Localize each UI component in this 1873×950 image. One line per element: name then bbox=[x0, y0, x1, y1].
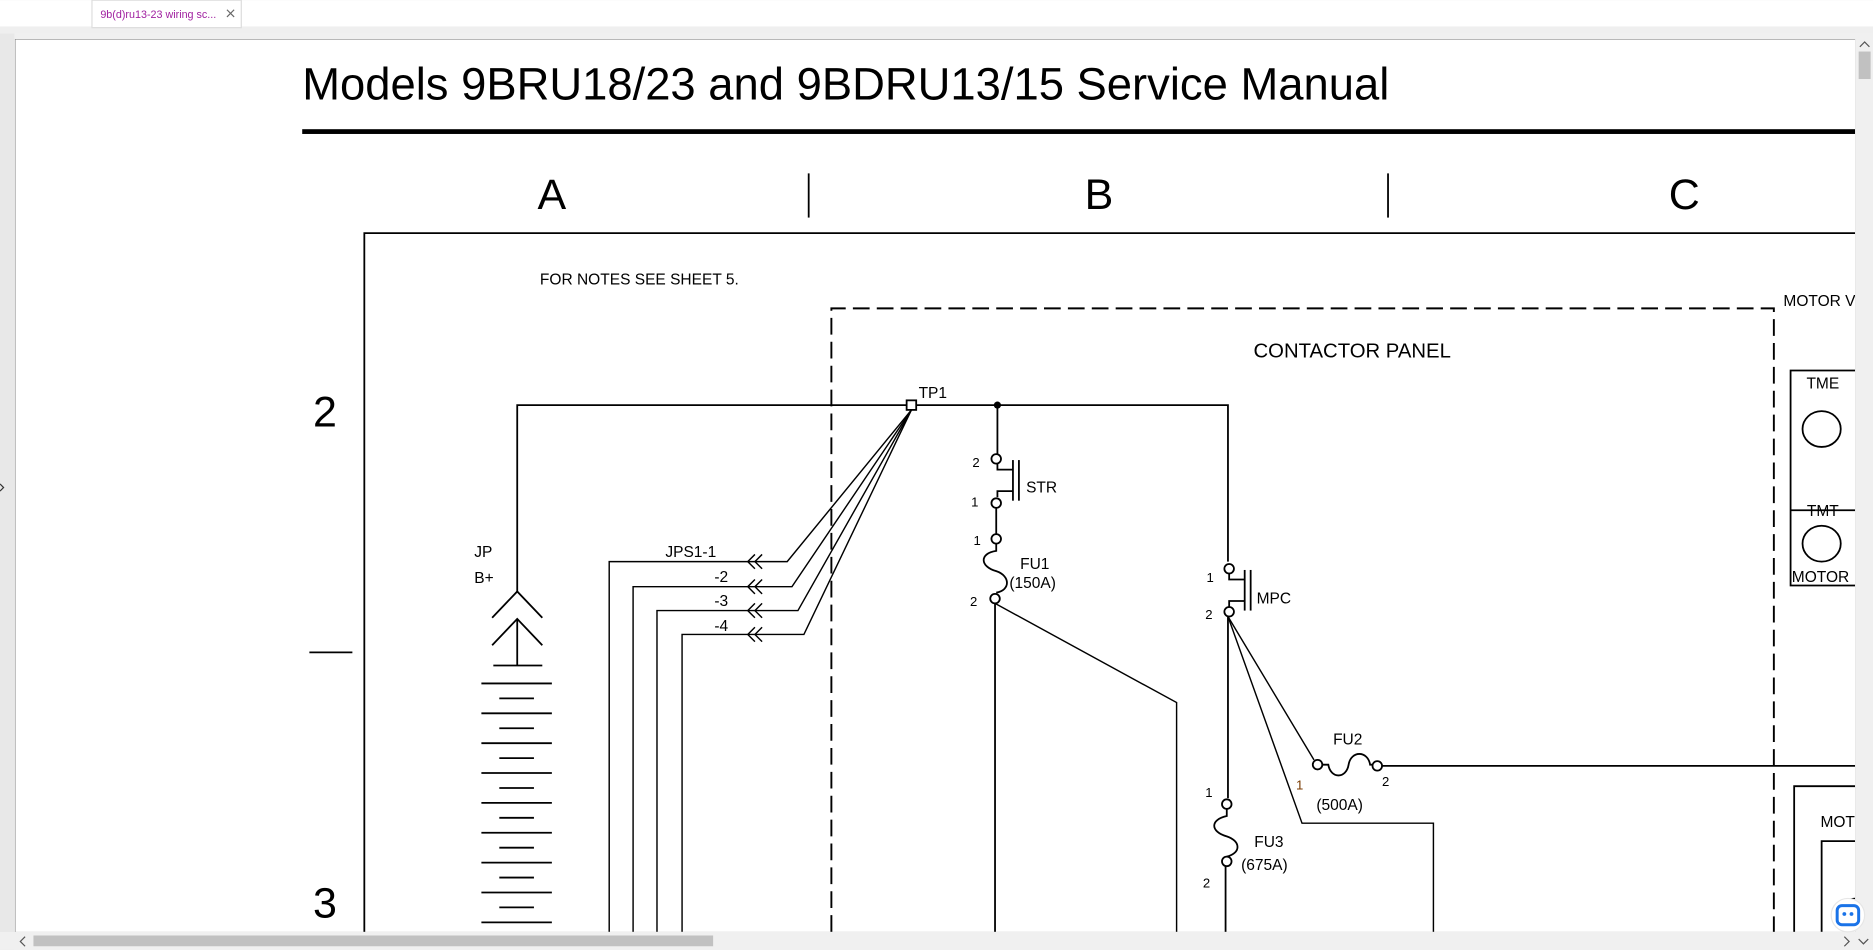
panel-title: CONTACTOR PANEL bbox=[1254, 340, 1451, 362]
contactor-panel-border bbox=[830, 307, 1775, 932]
test-point-tp1 bbox=[905, 399, 918, 411]
scrollbar-horizontal[interactable] bbox=[0, 931, 1873, 950]
scrollbar-thumb bbox=[33, 935, 714, 947]
row-2: 2 bbox=[313, 389, 337, 437]
mpc-contactor bbox=[1213, 563, 1856, 932]
svg-text:FU2: FU2 bbox=[1333, 731, 1362, 748]
column-c: C bbox=[1669, 171, 1700, 219]
svg-text:TP1: TP1 bbox=[919, 385, 947, 402]
tab-bar bbox=[0, 0, 1873, 27]
svg-text:(150A): (150A) bbox=[1009, 575, 1056, 592]
svg-text:2: 2 bbox=[1382, 774, 1389, 789]
assistant-bot-icon[interactable] bbox=[1830, 897, 1866, 933]
column-b: B bbox=[1085, 171, 1114, 219]
document-tab[interactable]: 9b(d)ru13-23 wiring sc... bbox=[91, 0, 242, 29]
notes-reference: FOR NOTES SEE SHEET 5. bbox=[540, 271, 739, 288]
svg-text:1: 1 bbox=[1296, 778, 1303, 793]
str-contactor bbox=[982, 405, 1178, 932]
svg-text:2: 2 bbox=[970, 594, 977, 609]
column-a: A bbox=[538, 171, 567, 219]
svg-text:(500A): (500A) bbox=[1316, 797, 1363, 814]
svg-text:1: 1 bbox=[1205, 785, 1212, 800]
svg-text:FU1: FU1 bbox=[1020, 556, 1049, 573]
motor-box bbox=[1789, 369, 1856, 932]
schematic-page: Models 9BRU18/23 and 9BDRU13/15 Service … bbox=[302, 58, 1856, 932]
svg-text:MOTOR: MOTOR bbox=[1792, 569, 1849, 586]
svg-text:1: 1 bbox=[974, 533, 981, 548]
svg-text:JPS1-1: JPS1-1 bbox=[665, 544, 716, 561]
page-title: Models 9BRU18/23 and 9BDRU13/15 Service … bbox=[302, 58, 1389, 109]
battery-plates bbox=[481, 682, 552, 924]
svg-text:2: 2 bbox=[972, 455, 979, 470]
svg-text:2: 2 bbox=[1203, 876, 1210, 891]
svg-text:-2: -2 bbox=[714, 569, 728, 586]
svg-text:MOT: MOT bbox=[1820, 814, 1855, 831]
tab-title: 9b(d)ru13-23 wiring sc... bbox=[100, 9, 216, 21]
svg-text:1: 1 bbox=[1206, 570, 1213, 585]
svg-text:B+: B+ bbox=[474, 570, 493, 587]
svg-text:(675A): (675A) bbox=[1241, 857, 1288, 874]
svg-text:FU3: FU3 bbox=[1254, 834, 1283, 851]
svg-text:JP: JP bbox=[474, 544, 492, 561]
svg-text:STR: STR bbox=[1026, 479, 1057, 496]
scrollbar-vertical[interactable] bbox=[1855, 33, 1873, 932]
tme-label: TME bbox=[1806, 375, 1839, 392]
battery-connector-jp bbox=[491, 590, 543, 667]
svg-text:1: 1 bbox=[971, 495, 978, 510]
svg-text:MOTOR V: MOTOR V bbox=[1783, 293, 1856, 310]
tmt-label: TMT bbox=[1807, 503, 1839, 520]
row-3: 3 bbox=[313, 880, 337, 928]
close-icon[interactable] bbox=[226, 9, 235, 18]
svg-text:-4: -4 bbox=[714, 618, 728, 635]
svg-text:2: 2 bbox=[1205, 607, 1212, 622]
panel-expand-icon[interactable] bbox=[0, 483, 5, 492]
svg-text:-3: -3 bbox=[714, 593, 728, 610]
svg-text:MPC: MPC bbox=[1257, 590, 1291, 607]
jps-harness bbox=[608, 409, 913, 932]
scrollbar-thumb bbox=[1858, 51, 1871, 80]
